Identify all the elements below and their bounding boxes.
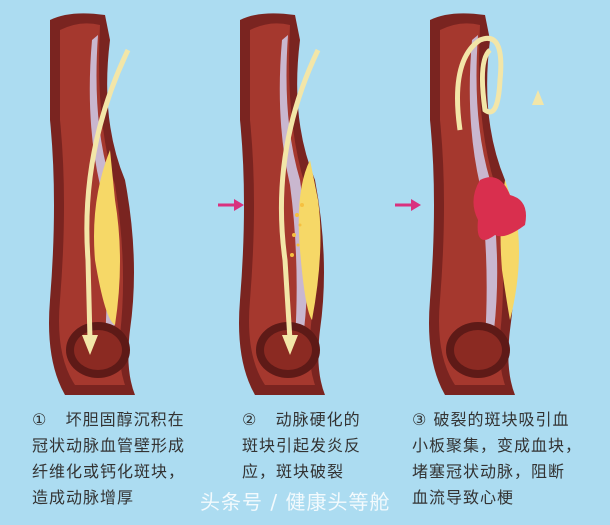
blood-flow-arrow xyxy=(278,48,321,341)
caption-line: 堵塞冠状动脉，阻断 xyxy=(412,462,566,481)
step-number: ① xyxy=(32,410,48,429)
flow-arrowhead-icon xyxy=(282,335,298,355)
plaque xyxy=(94,150,120,325)
blood-flow-arrow xyxy=(455,36,504,131)
blood-flow-arrow xyxy=(84,48,131,341)
step-number: ③ xyxy=(412,410,428,429)
blood-clot xyxy=(473,177,526,240)
caption-line: 血流导致心梗 xyxy=(412,488,515,507)
artery-panel-2 xyxy=(239,13,325,395)
caption-line: 冠状动脉血管壁形成 xyxy=(32,436,186,455)
caption-step-3: ③ 破裂的斑块吸引血 小板聚集，变成血块， 堵塞冠状动脉，阻断 血流导致心梗 xyxy=(412,407,582,511)
watermark: 头条号 / 健康头等舱 xyxy=(200,490,391,514)
caption-line: 斑块引起发炎反 xyxy=(242,436,362,455)
caption-step-1: ① 坏胆固醇沉积在 冠状动脉血管壁形成 纤维化或钙化斑块， 造成动脉增厚 xyxy=(32,407,185,511)
caption-line: 应，斑块破裂 xyxy=(242,462,345,481)
caption-step-2: ② 动脉硬化的 斑块引起发炎反 应，斑块破裂 xyxy=(242,407,361,485)
plaque xyxy=(298,160,321,320)
caption-line: 坏胆固醇沉积在 xyxy=(65,410,185,429)
caption-line: 造成动脉增厚 xyxy=(32,488,135,507)
artery-panel-1 xyxy=(49,13,135,395)
caption-line: 破裂的斑块吸引血 xyxy=(433,410,570,429)
step-arrow-2 xyxy=(395,199,421,211)
plaque-fragments xyxy=(290,203,304,257)
caption-line: 纤维化或钙化斑块， xyxy=(32,462,186,481)
artery-panel-3 xyxy=(429,13,544,395)
flow-arrowhead-icon xyxy=(532,90,544,105)
caption-line: 动脉硬化的 xyxy=(275,410,361,429)
caption-line: 小板聚集，变成血块， xyxy=(412,436,583,455)
step-arrow-1 xyxy=(218,199,244,211)
artery-diagram xyxy=(49,13,544,395)
flow-arrowhead-icon xyxy=(82,335,98,355)
step-number: ② xyxy=(242,410,258,429)
